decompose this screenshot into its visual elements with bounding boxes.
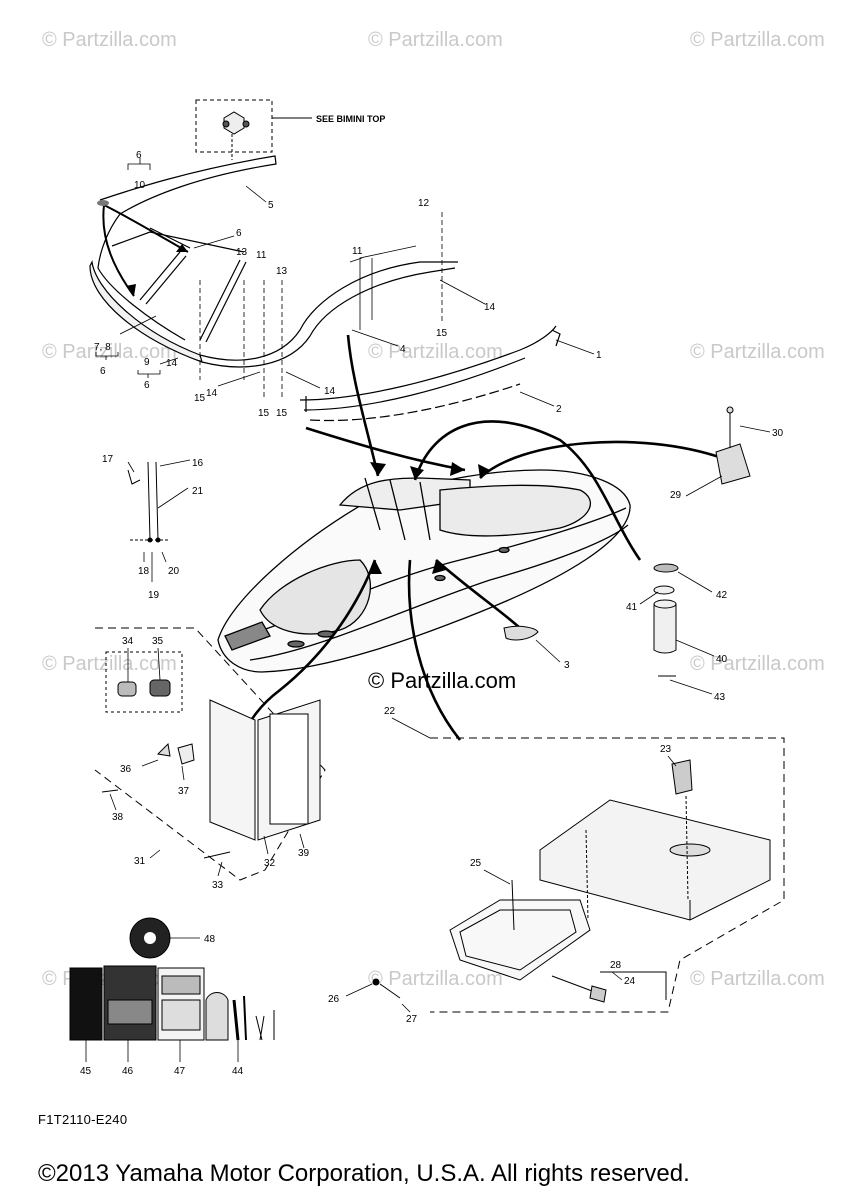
callout-label: 14 <box>206 388 218 399</box>
callout-label: 5 <box>268 200 274 211</box>
callout-label: 6 <box>136 150 142 161</box>
watermark: © Partzilla.com <box>690 341 825 363</box>
callout-label: 6 <box>236 228 242 239</box>
callout-label: 23 <box>660 744 672 755</box>
callout-label: 38 <box>112 812 124 823</box>
callout-label: 29 <box>670 490 682 501</box>
arrow-head <box>176 244 188 252</box>
watermark: © Partzilla.com <box>42 29 177 51</box>
center-watermark: © Partzilla.com <box>368 668 516 693</box>
callout-label: 13 <box>276 266 288 277</box>
callout-label: 34 <box>122 636 134 647</box>
callout-label: 9 <box>144 357 150 368</box>
callout-label: 37 <box>178 786 190 797</box>
storage-door-assembly <box>94 627 326 881</box>
callout-label: 3 <box>564 660 570 671</box>
watermark: © Partzilla.com <box>42 341 177 363</box>
cleat-part <box>715 406 751 485</box>
arrow-head <box>450 462 465 476</box>
seat-assembly <box>430 737 785 1013</box>
bimini-fitting <box>195 99 312 160</box>
callout-label: 32 <box>264 858 276 869</box>
callout-label: 39 <box>298 848 310 859</box>
arrow <box>238 334 723 741</box>
owners-manual-items <box>69 965 275 1041</box>
fitting-icon <box>97 200 109 206</box>
arrow-head <box>126 284 136 296</box>
callout-label: 12 <box>418 198 430 209</box>
watermark: © Partzilla.com <box>690 968 825 990</box>
callout-label: 18 <box>138 566 150 577</box>
arrow-head <box>432 560 446 574</box>
copyright-notice: ©2013 Yamaha Motor Corporation, U.S.A. A… <box>38 1160 690 1187</box>
callout-label: 28 <box>610 960 622 971</box>
callout-label: 33 <box>212 880 224 891</box>
knob-parts <box>101 679 231 859</box>
callout-label: 15 <box>276 408 288 419</box>
callout-label: 41 <box>626 602 638 613</box>
callout-label: 15 <box>194 393 206 404</box>
callout-label: 11 <box>352 246 363 257</box>
callout-label: 21 <box>192 486 204 497</box>
callout-label: 1 <box>596 350 602 361</box>
callout-label: 19 <box>148 590 160 601</box>
callout-label: 4 <box>400 344 406 355</box>
callout-label: 43 <box>714 692 726 703</box>
callout-label: 30 <box>772 428 784 439</box>
watermark: © Partzilla.com <box>690 653 825 675</box>
callout-label: 11 <box>256 250 267 261</box>
callout-label: 15 <box>258 408 270 419</box>
callout-label: 10 <box>134 180 146 191</box>
watermark: © Partzilla.com <box>690 29 825 51</box>
callout-label: 6 <box>144 380 150 391</box>
callout-label: 20 <box>168 566 180 577</box>
callout-label: 26 <box>328 994 340 1005</box>
callout-label: 22 <box>384 706 396 717</box>
callout-label: 46 <box>122 1066 134 1077</box>
leader-lines <box>85 158 771 1062</box>
callout-label: 27 <box>406 1014 418 1025</box>
callout-label: 24 <box>624 976 636 987</box>
arrow-head <box>478 464 490 478</box>
arrow-head <box>410 466 424 480</box>
watermark: © Partzilla.com <box>368 29 503 51</box>
callout-label: 44 <box>232 1066 244 1077</box>
callout-label: 7, 8 <box>94 342 111 353</box>
watermark: © Partzilla.com <box>368 968 503 990</box>
callout-label: 42 <box>716 590 728 601</box>
callout-label: 45 <box>80 1066 92 1077</box>
boat-hull <box>217 469 631 673</box>
callout-label: 36 <box>120 764 132 775</box>
callout-label: 25 <box>470 858 482 869</box>
callout-label: 14 <box>324 386 336 397</box>
callout-label: 48 <box>204 934 216 945</box>
watermark: © Partzilla.com <box>368 341 503 363</box>
callout-label: 40 <box>716 654 728 665</box>
arrow-head <box>368 560 382 574</box>
callout-label: 15 <box>436 328 448 339</box>
rails <box>299 325 561 422</box>
watermark: © Partzilla.com <box>42 653 177 675</box>
callout-label: 14 <box>484 302 496 313</box>
bracket-part <box>503 625 539 641</box>
callout-label: 14 <box>166 358 178 369</box>
clip-assembly <box>127 461 170 543</box>
cup-holder-part <box>653 563 679 677</box>
see-bimini-top-label: SEE BIMINI TOP <box>316 114 385 124</box>
callout-label: 47 <box>174 1066 186 1077</box>
latch-parts <box>372 971 667 1003</box>
callout-label: 13 <box>236 247 248 258</box>
callout-label: 31 <box>134 856 146 867</box>
callout-label: 16 <box>192 458 204 469</box>
windshield-frame <box>89 155 458 368</box>
cd-disc-icon <box>129 917 171 959</box>
figure-id: F1T2110-E240 <box>38 1112 128 1127</box>
callout-label: 6 <box>100 366 106 377</box>
callout-label: 17 <box>102 454 114 465</box>
callout-label: 35 <box>152 636 164 647</box>
callouts: 1 2 3 4 5 6 6 6 6 7, 8 9 10 11 11 12 13 … <box>80 150 784 1077</box>
arrow-head <box>370 462 386 476</box>
callout-label: 2 <box>556 404 562 415</box>
